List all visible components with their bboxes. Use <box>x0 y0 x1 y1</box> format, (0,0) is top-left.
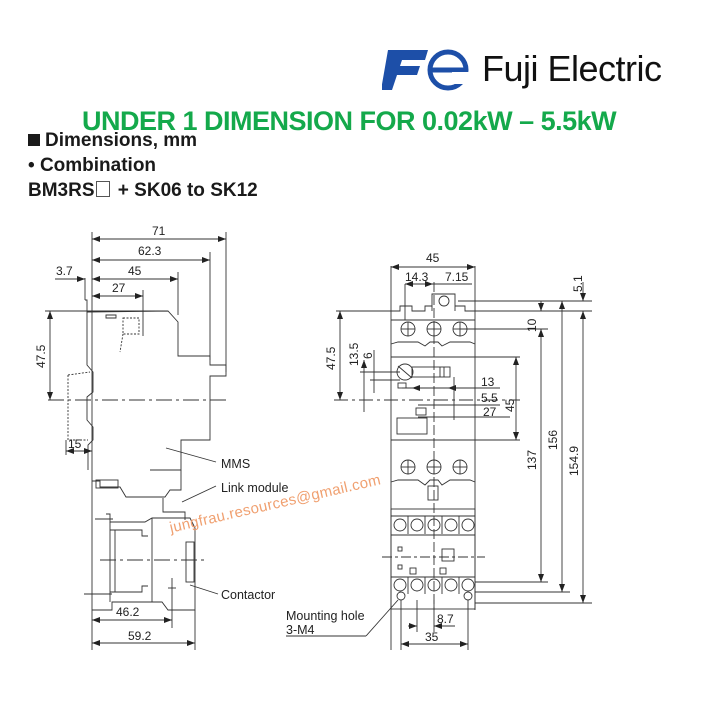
section-title-text: Dimensions, mm <box>45 130 198 151</box>
label-mounting-hole: Mounting hole <box>286 609 365 623</box>
label-contactor: Contactor <box>221 588 275 602</box>
label-mms: MMS <box>221 457 250 471</box>
dim-27: 27 <box>112 281 126 295</box>
placeholder-box-icon <box>95 181 110 197</box>
label-mounting-spec: 3-M4 <box>286 623 315 637</box>
dim-137: 137 <box>525 450 539 470</box>
dim-35: 35 <box>425 630 439 644</box>
dim-13-5: 13.5 <box>347 342 361 366</box>
mms-terminal-screws <box>400 321 468 337</box>
front-view-dimensions: 45 14.3 7.15 5.1 10 47.5 13.5 6 13 5.5 2… <box>286 251 585 644</box>
dim-5-1: 5.1 <box>571 275 585 292</box>
label-link-module: Link module <box>221 481 288 495</box>
dim-7-15: 7.15 <box>445 270 469 284</box>
mounting-hole-left-icon <box>396 591 406 601</box>
model-prefix: BM3RS <box>28 180 95 201</box>
dim-62-3: 62.3 <box>138 244 162 258</box>
side-view <box>45 232 230 650</box>
section-title: Dimensions, mm <box>28 130 197 152</box>
dim-46-2: 46.2 <box>116 605 140 619</box>
contactor-top-terminals <box>393 516 475 534</box>
dim-59-2: 59.2 <box>128 629 152 643</box>
dim-6: 6 <box>361 352 375 359</box>
dim-154-9: 154.9 <box>567 446 581 476</box>
dim-3-7: 3.7 <box>56 264 73 278</box>
square-bullet-icon <box>28 134 40 146</box>
dim-front-45: 45 <box>426 251 440 265</box>
dim-47-5: 47.5 <box>34 344 48 368</box>
dim-14-3: 14.3 <box>405 270 429 284</box>
dim-156: 156 <box>546 430 560 450</box>
dim-13: 13 <box>481 375 495 389</box>
front-view <box>286 264 592 650</box>
dim-5-5: 5.5 <box>481 391 498 405</box>
dim-10: 10 <box>525 318 539 332</box>
dim-27-front: 27 <box>483 405 497 419</box>
mounting-hole-right-icon <box>463 591 473 601</box>
model-suffix: + SK06 to SK12 <box>117 180 258 201</box>
dim-15: 15 <box>68 437 82 451</box>
headline: UNDER 1 DIMENSION FOR 0.02kW – 5.5kW <box>82 106 617 136</box>
section-subtitle: • Combination <box>28 155 157 176</box>
contactor-bottom-terminals <box>393 577 475 594</box>
dim-45: 45 <box>128 264 142 278</box>
mms-lower-terminal-screws <box>400 459 468 475</box>
model-line: BM3RS + SK06 to SK12 <box>28 180 258 202</box>
subtitle-text: Combination <box>39 155 157 176</box>
side-view-dimensions: 71 62.3 3.7 45 27 47.5 15 46.2 59.2 MMS … <box>34 224 288 643</box>
dim-71: 71 <box>152 224 166 238</box>
dim-front-47-5: 47.5 <box>324 346 338 370</box>
brand-logo: Fuji Electric <box>382 44 662 94</box>
brand-name: Fuji Electric <box>482 48 662 89</box>
dim-8-7: 8.7 <box>437 612 454 626</box>
dim-45-side: 45 <box>503 398 517 412</box>
fuji-fe-logo-icon <box>382 49 472 91</box>
